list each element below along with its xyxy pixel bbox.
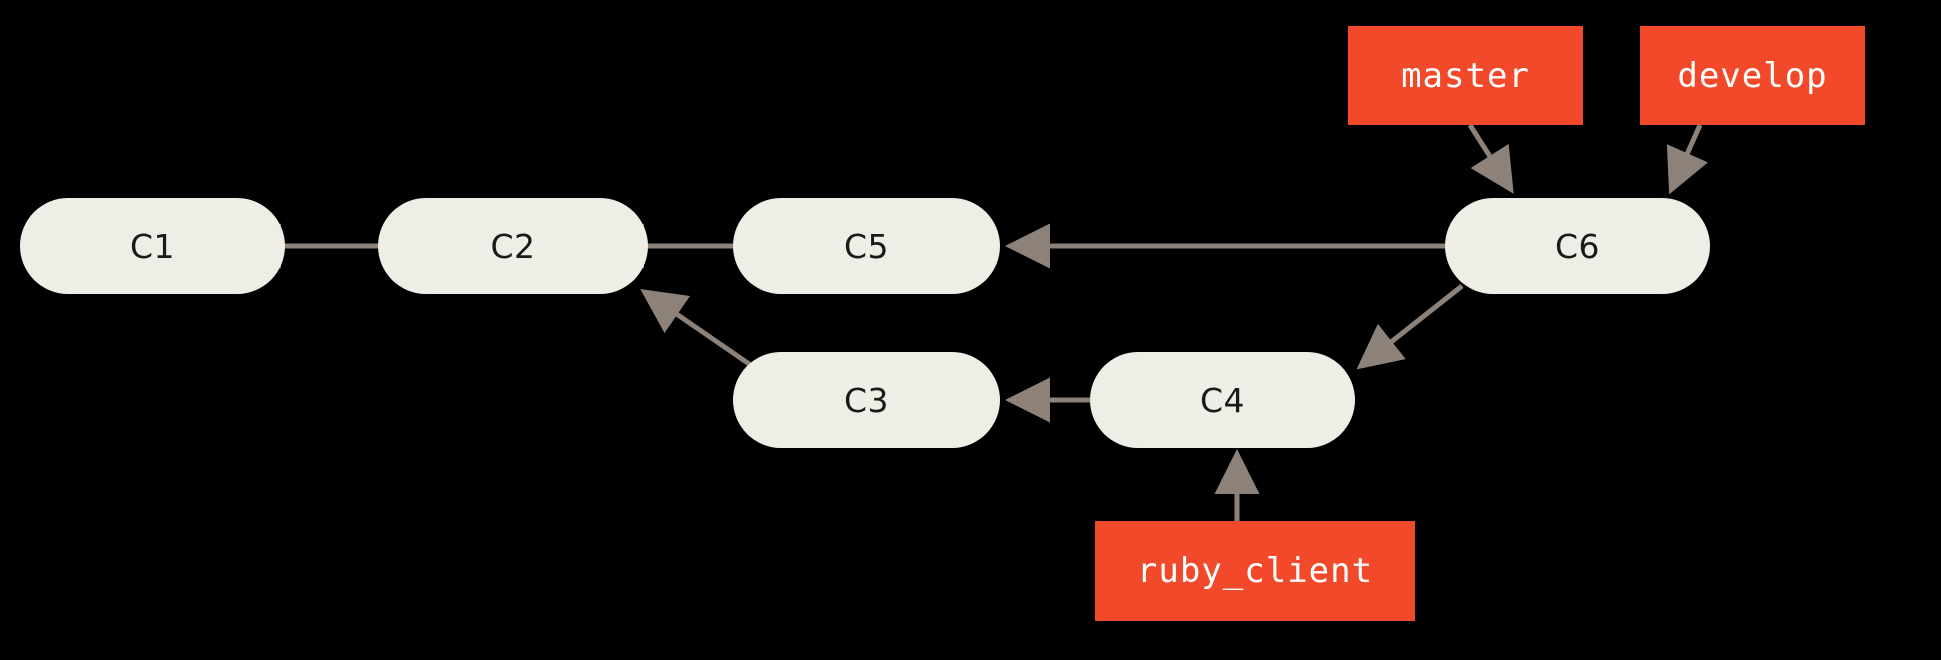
edge-develop-to-c6 <box>1666 123 1708 195</box>
branch-tag-develop[interactable]: develop <box>1640 26 1865 125</box>
branch-tag-label-master: master <box>1401 55 1530 96</box>
commit-node-c1[interactable]: C1 <box>20 198 285 294</box>
commit-label-c1: C1 <box>129 226 176 266</box>
commit-node-c5[interactable]: C5 <box>733 198 1000 294</box>
branch-tag-master[interactable]: master <box>1348 26 1583 125</box>
edge-master-to-c6 <box>1467 123 1514 194</box>
branch-tag-label-ruby-client: ruby_client <box>1136 551 1374 591</box>
branch-tag-label-develop: develop <box>1677 55 1828 96</box>
commit-node-c2[interactable]: C2 <box>378 198 648 294</box>
commit-label-c3: C3 <box>843 380 890 420</box>
edge-c6-to-c4 <box>1356 284 1464 370</box>
branch-tag-ruby-client[interactable]: ruby_client <box>1095 521 1415 621</box>
edge-c3-to-c2 <box>640 289 757 371</box>
commit-node-c3[interactable]: C3 <box>733 352 1000 448</box>
commit-label-c5: C5 <box>843 226 890 266</box>
commit-node-c4[interactable]: C4 <box>1090 352 1355 448</box>
commit-label-c2: C2 <box>490 226 536 266</box>
commit-label-c4: C4 <box>1199 380 1246 420</box>
commit-label-c6: C6 <box>1554 226 1601 266</box>
commit-node-c6[interactable]: C6 <box>1445 198 1710 294</box>
